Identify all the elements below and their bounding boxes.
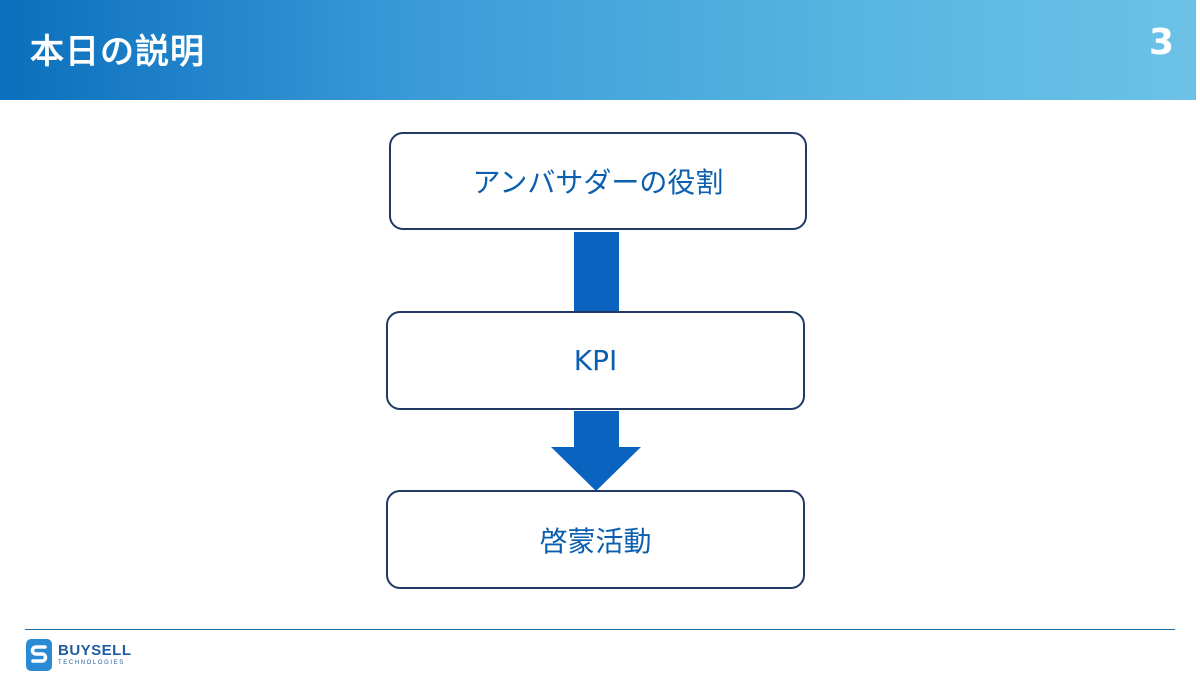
flow-step-label: アンバサダーの役割: [472, 166, 724, 199]
flow-step-label: 啓蒙活動: [539, 524, 652, 558]
flow-connector-bar: [574, 232, 619, 311]
company-logo: BUYSELL TECHNOLOGIES: [25, 637, 132, 673]
flow-step-kpi: KPI: [386, 311, 805, 410]
header-bar: 本日の説明 3: [0, 0, 1196, 100]
flow-step-awareness-activity: 啓蒙活動: [386, 490, 805, 589]
page-number: 3: [1148, 22, 1174, 63]
flow-step-ambassador-role: アンバサダーの役割: [389, 132, 807, 230]
flow-arrow-shaft: [574, 411, 619, 447]
logo-subtitle: TECHNOLOGIES: [58, 660, 125, 666]
logo-name: BUYSELL: [58, 642, 132, 659]
slide-edge: [1196, 0, 1200, 677]
page-title: 本日の説明: [30, 32, 205, 72]
down-arrow-icon: [551, 447, 641, 491]
flow-step-label: KPI: [573, 344, 618, 377]
footer-divider: [25, 629, 1175, 630]
buysell-logo-icon: [26, 639, 52, 671]
